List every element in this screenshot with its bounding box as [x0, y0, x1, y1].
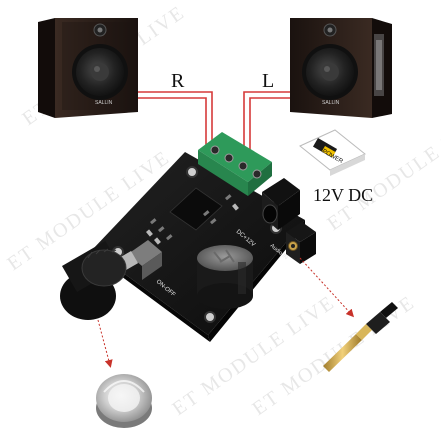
mount-hole	[186, 166, 198, 178]
knob-cap-icon	[96, 374, 152, 428]
mount-hole	[204, 311, 216, 323]
audio-jack-icon	[323, 302, 398, 372]
power-input-label: 12V DC	[313, 185, 374, 205]
electrolytic-capacitor	[197, 245, 253, 309]
right-channel-label: R	[171, 70, 185, 92]
speaker-left: SALLIN	[38, 18, 138, 118]
amplifier-chip	[169, 187, 223, 231]
dc-power-jack[interactable]	[262, 178, 300, 230]
left-channel-label: L	[262, 70, 275, 92]
speaker-wires	[138, 91, 290, 150]
amplifier-board: DC+12V Audio IN	[60, 132, 316, 342]
speaker-right: SALLIN	[290, 18, 392, 118]
audio-in-jack[interactable]	[286, 222, 316, 264]
volume-knob[interactable]	[60, 241, 127, 320]
power-plug-icon: POWER	[299, 129, 366, 176]
connection-arrows	[97, 257, 355, 368]
speaker-terminal-block[interactable]	[198, 132, 272, 196]
speaker-right-brand: SALLIN	[322, 100, 340, 106]
speaker-left-brand: SALLIN	[95, 100, 113, 106]
